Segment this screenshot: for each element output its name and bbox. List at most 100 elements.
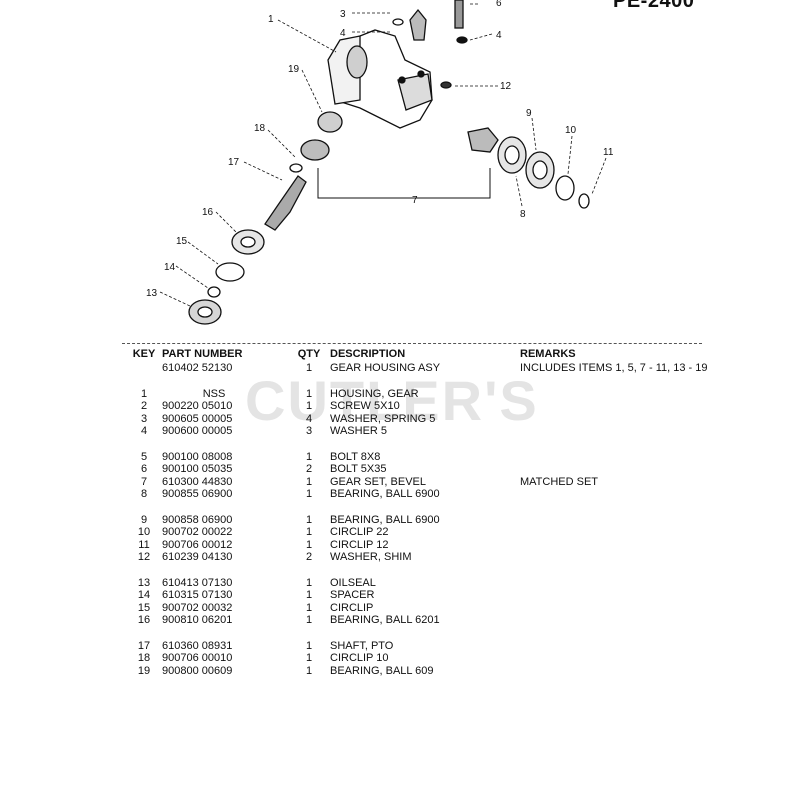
cell-part-number: 900810 06201 xyxy=(162,614,233,626)
cell-qty: 1 xyxy=(305,387,313,400)
cell-key: 1 xyxy=(140,387,148,400)
cell-part-number: 900800 00609 xyxy=(162,664,233,677)
callout-label: 13 xyxy=(146,288,158,299)
housing-hole xyxy=(398,76,406,84)
callout-label: 9 xyxy=(526,108,532,119)
gear-part xyxy=(300,139,330,161)
screw-part xyxy=(409,8,427,41)
cell-qty: 1 xyxy=(305,664,313,677)
cell-key xyxy=(126,362,162,375)
callout-label: 16 xyxy=(202,207,214,218)
cell-key: 14 xyxy=(137,589,151,601)
cell-part-number: 900100 08008 xyxy=(162,450,233,463)
cell-remarks xyxy=(520,488,740,501)
cell-description: SPACER xyxy=(330,589,375,601)
pto-shaft-part xyxy=(264,175,307,231)
callout-label: 3 xyxy=(340,9,346,20)
cell-qty: 1 xyxy=(305,589,313,601)
cell-description: SHAFT, PTO xyxy=(330,639,394,652)
cell-key: 19 xyxy=(137,664,151,677)
cell-qty: 1 xyxy=(305,601,313,614)
cell-remarks xyxy=(520,589,740,602)
cell-qty: 1 xyxy=(305,652,313,664)
cell-part-number: 610239 04130 xyxy=(162,551,233,563)
cell-part-number: 900706 00010 xyxy=(162,652,233,664)
cell-key: 2 xyxy=(140,400,148,412)
callout-label: 19 xyxy=(288,64,300,75)
header-rule xyxy=(122,343,702,344)
cell-remarks xyxy=(520,665,740,678)
cell-qty: 2 xyxy=(305,551,313,563)
exploded-parts-diagram: 1 3 4 4 6 7 8 9 10 11 12 13 14 15 16 17 … xyxy=(146,0,614,325)
callout-label: 18 xyxy=(254,123,266,134)
header-part-number: PART NUMBER xyxy=(162,348,243,360)
spacer-row xyxy=(126,375,740,388)
callout-label: 15 xyxy=(176,236,188,247)
cell-description: BOLT 5X35 xyxy=(330,463,387,475)
shim-washer-part xyxy=(440,81,452,89)
cell-key: 18 xyxy=(137,652,151,664)
spacer-row xyxy=(126,564,740,577)
cell-qty: 1 xyxy=(305,488,313,500)
header-description: DESCRIPTION xyxy=(330,348,406,360)
cell-qty: 1 xyxy=(305,639,313,652)
cell-qty: 4 xyxy=(305,412,313,425)
housing-hole xyxy=(417,70,425,78)
spacer-part xyxy=(207,286,221,298)
cell-remarks xyxy=(520,602,740,615)
cell-part-number: 900605 00005 xyxy=(162,412,233,425)
callout-label: 11 xyxy=(603,147,614,158)
spacer-row xyxy=(126,438,740,451)
cell-key: 7 xyxy=(140,475,148,488)
callout-label: 6 xyxy=(496,0,502,9)
callout-label: 1 xyxy=(268,14,274,25)
cell-part-number: 900858 06900 xyxy=(162,513,233,526)
cell-description: CIRCLIP 22 xyxy=(330,526,389,538)
bevel-gear-part xyxy=(467,127,499,153)
housing-bore xyxy=(346,45,368,79)
watermark: CUTLER'S xyxy=(245,369,539,432)
cell-description: OILSEAL xyxy=(330,576,376,589)
circlip-part xyxy=(578,193,590,209)
cell-description: BOLT 8X8 xyxy=(330,450,381,463)
callout-label: 17 xyxy=(228,157,240,168)
cell-part-number: 900855 06900 xyxy=(162,488,233,500)
cell-remarks xyxy=(520,514,740,527)
cell-description: CIRCLIP xyxy=(330,601,374,614)
cell-remarks xyxy=(520,652,740,665)
cell-key: 11 xyxy=(138,538,150,551)
cell-key: 6 xyxy=(140,463,148,475)
gear-set-bracket xyxy=(317,168,491,199)
cell-key: 10 xyxy=(137,526,151,538)
parts-table: KEY PART NUMBER QTY DESCRIPTION REMARKS … xyxy=(126,346,740,677)
cell-key: 3 xyxy=(140,412,148,425)
cell-qty: 2 xyxy=(305,463,313,475)
cell-description: WASHER, SPRING 5 xyxy=(330,412,436,425)
cell-remarks xyxy=(520,451,740,464)
cell-key: 9 xyxy=(140,513,148,526)
cell-remarks: MATCHED SET xyxy=(520,475,599,488)
table-header-row: KEY PART NUMBER QTY DESCRIPTION REMARKS xyxy=(126,346,740,362)
cell-remarks xyxy=(520,539,740,552)
callout-label: 8 xyxy=(520,209,526,220)
cell-description: BEARING, BALL 6900 xyxy=(330,488,440,500)
cell-key: 17 xyxy=(137,639,151,652)
circlip-part xyxy=(555,175,575,201)
cell-qty: 1 xyxy=(305,362,313,374)
cell-key: 4 xyxy=(140,425,148,437)
circlip-part xyxy=(289,163,303,173)
cell-part-number: 900600 00005 xyxy=(162,425,233,437)
cell-qty: 1 xyxy=(305,400,313,412)
